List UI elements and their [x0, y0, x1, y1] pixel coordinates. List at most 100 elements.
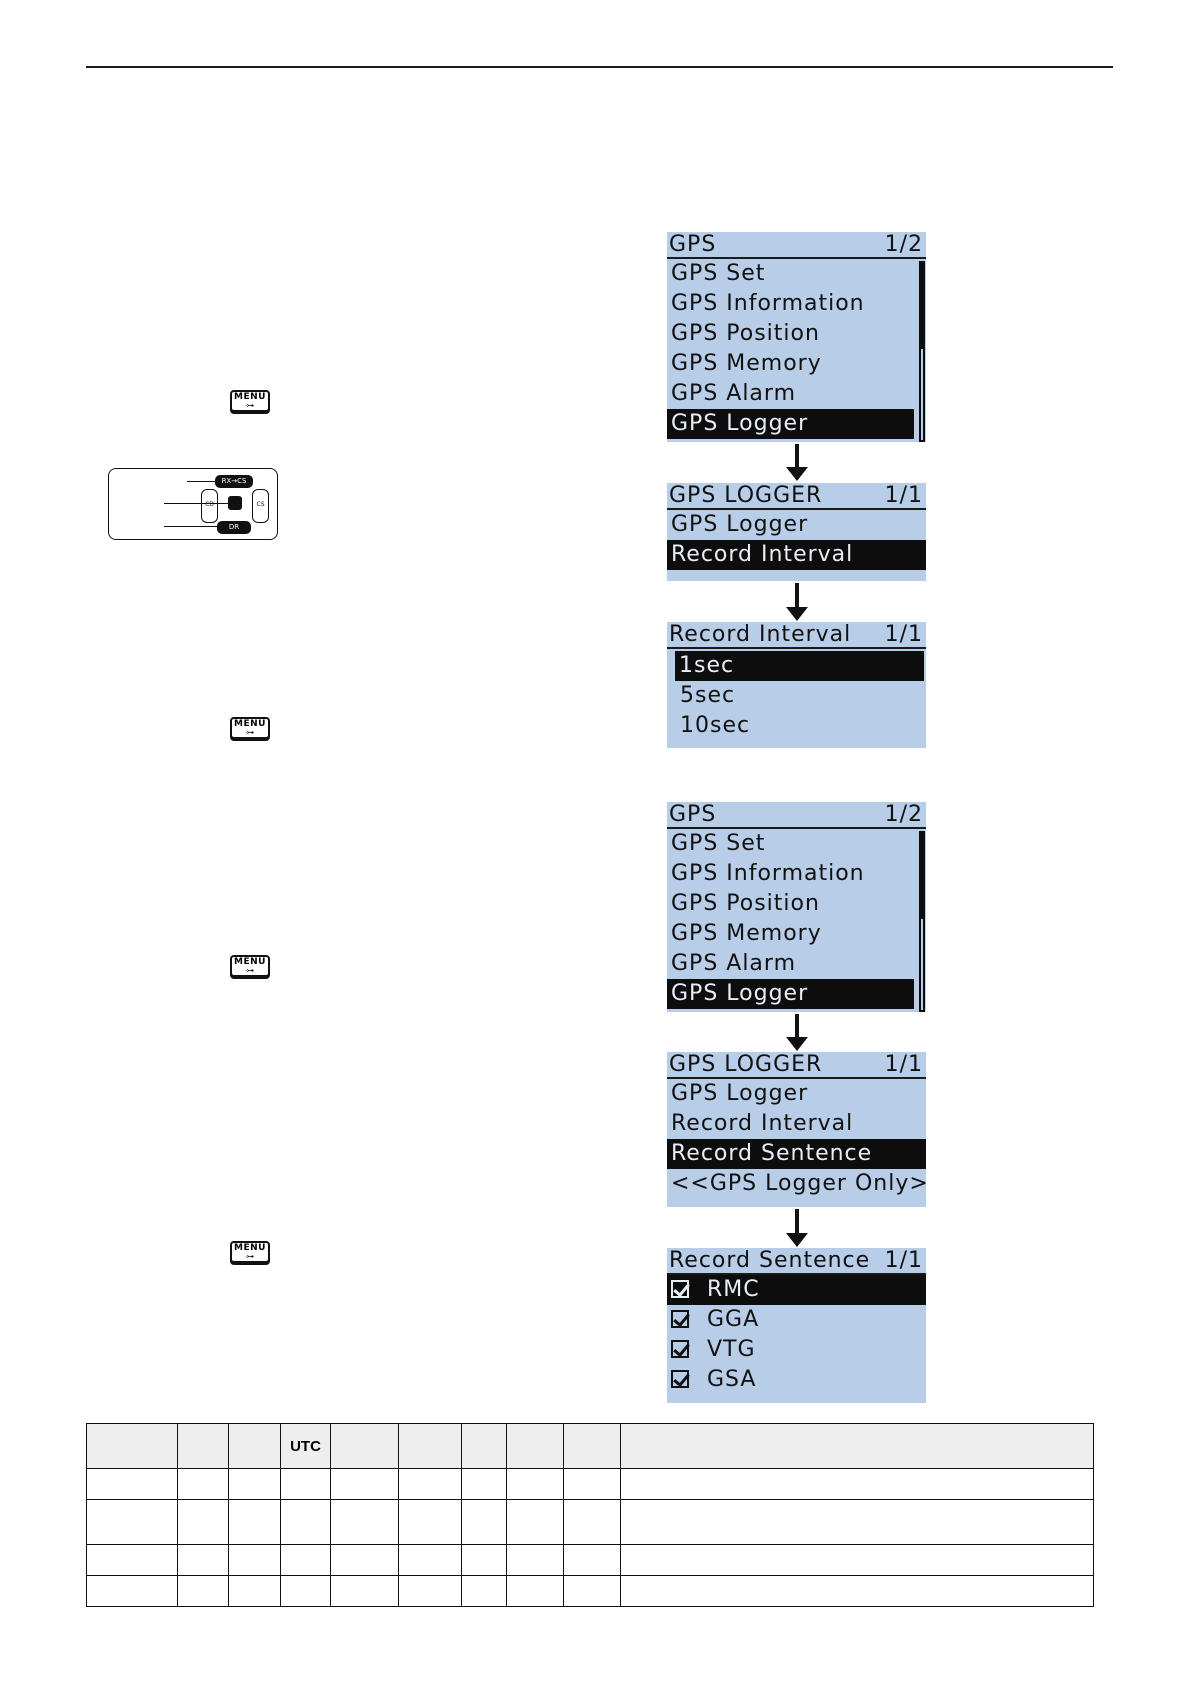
- menu-item-gps-set[interactable]: GPS Set: [671, 261, 766, 286]
- lcd-header: GPS 1/2: [667, 802, 926, 829]
- lcd-list: GPS Set GPS Information GPS Position GPS…: [667, 829, 926, 1012]
- menu-item-gps-logger[interactable]: GPS Logger: [667, 409, 914, 439]
- menu-item-gps-information[interactable]: GPS Information: [671, 861, 865, 886]
- lcd-page: 1/2: [884, 802, 923, 827]
- checkbox-checked-icon[interactable]: [671, 1340, 689, 1358]
- lcd-gps-logger-1: GPS LOGGER 1/1 GPS Logger Record Interva…: [667, 483, 926, 581]
- table-row: [86, 1468, 1094, 1500]
- option-5sec[interactable]: 5sec: [680, 683, 736, 708]
- table-header-cell: [86, 1423, 178, 1469]
- lcd-page: 1/1: [884, 1052, 923, 1077]
- rx-cs-key-label: RX→CS: [215, 475, 253, 488]
- cd-key-label: CD: [201, 489, 218, 523]
- menu-item-gps-memory[interactable]: GPS Memory: [671, 351, 822, 376]
- lcd-title: GPS: [669, 232, 717, 257]
- table-header-cell: [398, 1423, 462, 1469]
- lcd-title: GPS: [669, 802, 717, 827]
- table-row: [86, 1575, 1094, 1607]
- lcd-header: GPS 1/2: [667, 232, 926, 259]
- sentence-item-gga[interactable]: GGA: [667, 1305, 926, 1335]
- menu-item-gps-logger[interactable]: GPS Logger: [671, 512, 809, 537]
- key-lock-icon: ⊶: [246, 728, 254, 737]
- menu-key-label: MENU: [234, 719, 266, 729]
- menu-key-icon: MENU ⊶: [230, 717, 270, 739]
- table-header-cell: [461, 1423, 507, 1469]
- sentence-item-gsa[interactable]: GSA: [667, 1365, 926, 1395]
- lcd-header: GPS LOGGER 1/1: [667, 1052, 926, 1079]
- checkbox-checked-icon[interactable]: [671, 1280, 689, 1298]
- leader-line: [164, 503, 228, 504]
- option-10sec[interactable]: 10sec: [680, 713, 751, 738]
- sentence-label: GGA: [707, 1307, 760, 1332]
- menu-item-record-interval[interactable]: Record Interval: [671, 1111, 854, 1136]
- flow-arrow: [786, 583, 808, 621]
- menu-item-gps-logger[interactable]: GPS Logger: [667, 979, 914, 1009]
- scrollbar[interactable]: [919, 261, 925, 442]
- cs-key-label: CS: [252, 489, 269, 523]
- lcd-page: 1/1: [884, 1248, 923, 1273]
- lcd-record-sentence: Record Sentence 1/1 RMC GGA VTG GSA: [667, 1248, 926, 1403]
- key-lock-icon: ⊶: [246, 966, 254, 975]
- menu-key-label: MENU: [234, 1243, 266, 1253]
- dr-key-label: DR: [217, 521, 251, 534]
- flow-arrow: [786, 444, 808, 481]
- lcd-header: Record Sentence 1/1: [667, 1248, 926, 1275]
- lcd-gps-logger-2: GPS LOGGER 1/1 GPS Logger Record Interva…: [667, 1052, 926, 1207]
- flow-arrow: [786, 1209, 808, 1247]
- sentence-table: UTC: [86, 1423, 1094, 1607]
- lcd-title: Record Interval: [669, 622, 852, 647]
- table-header-row: UTC: [86, 1423, 1094, 1469]
- flow-arrow: [786, 1014, 808, 1051]
- sentence-label: VTG: [707, 1337, 756, 1362]
- center-button-icon: [228, 496, 242, 510]
- keypad-illustration: RX→CS DR CD CS: [108, 468, 278, 540]
- menu-item-gps-position[interactable]: GPS Position: [671, 891, 820, 916]
- menu-item-gps-logger[interactable]: GPS Logger: [671, 1081, 809, 1106]
- menu-key-label: MENU: [234, 392, 266, 402]
- sentence-item-rmc[interactable]: RMC: [667, 1275, 926, 1305]
- checkbox-checked-icon[interactable]: [671, 1310, 689, 1328]
- menu-item-record-interval[interactable]: Record Interval: [667, 540, 926, 570]
- table-row: [86, 1544, 1094, 1576]
- sentence-label: GSA: [707, 1367, 757, 1392]
- lcd-gps-menu-2: GPS 1/2 GPS Set GPS Information GPS Posi…: [667, 802, 926, 1012]
- lcd-title: GPS LOGGER: [669, 1052, 823, 1077]
- table-header-cell: [177, 1423, 229, 1469]
- menu-key-label: MENU: [234, 957, 266, 967]
- sentence-label: RMC: [707, 1277, 760, 1302]
- menu-key-icon: MENU ⊶: [230, 1241, 270, 1263]
- table-header-cell: [228, 1423, 281, 1469]
- lcd-page: 1/1: [884, 622, 923, 647]
- lcd-list: GPS Set GPS Information GPS Position GPS…: [667, 259, 926, 442]
- lcd-title: GPS LOGGER: [669, 483, 823, 508]
- table-header-utc: UTC: [280, 1423, 331, 1469]
- menu-item-gps-information[interactable]: GPS Information: [671, 291, 865, 316]
- sentence-item-vtg[interactable]: VTG: [667, 1335, 926, 1365]
- option-1sec[interactable]: 1sec: [675, 651, 924, 681]
- lcd-gps-menu-1: GPS 1/2 GPS Set GPS Information GPS Posi…: [667, 232, 926, 442]
- scrollbar[interactable]: [919, 831, 925, 1012]
- leader-line: [164, 526, 217, 527]
- table-header-cell: [330, 1423, 399, 1469]
- section-label-gps-logger-only: <<GPS Logger Only>: [671, 1171, 926, 1196]
- key-lock-icon: ⊶: [246, 1252, 254, 1261]
- leader-line: [187, 481, 215, 482]
- menu-item-gps-set[interactable]: GPS Set: [671, 831, 766, 856]
- table-row: [86, 1499, 1094, 1545]
- lcd-header: GPS LOGGER 1/1: [667, 483, 926, 510]
- menu-key-icon: MENU ⊶: [230, 955, 270, 977]
- table-header-cell: [620, 1423, 1094, 1469]
- menu-item-gps-alarm[interactable]: GPS Alarm: [671, 951, 797, 976]
- lcd-page: 1/1: [884, 483, 923, 508]
- menu-key-icon: MENU ⊶: [230, 390, 270, 412]
- table-header-cell: [506, 1423, 564, 1469]
- key-lock-icon: ⊶: [246, 401, 254, 410]
- menu-item-gps-memory[interactable]: GPS Memory: [671, 921, 822, 946]
- menu-item-gps-alarm[interactable]: GPS Alarm: [671, 381, 797, 406]
- lcd-record-interval: Record Interval 1/1 1sec 5sec 10sec: [667, 622, 926, 748]
- menu-item-record-sentence[interactable]: Record Sentence: [667, 1139, 926, 1169]
- checkbox-checked-icon[interactable]: [671, 1370, 689, 1388]
- lcd-title: Record Sentence: [669, 1248, 871, 1273]
- table-header-cell: [563, 1423, 621, 1469]
- menu-item-gps-position[interactable]: GPS Position: [671, 321, 820, 346]
